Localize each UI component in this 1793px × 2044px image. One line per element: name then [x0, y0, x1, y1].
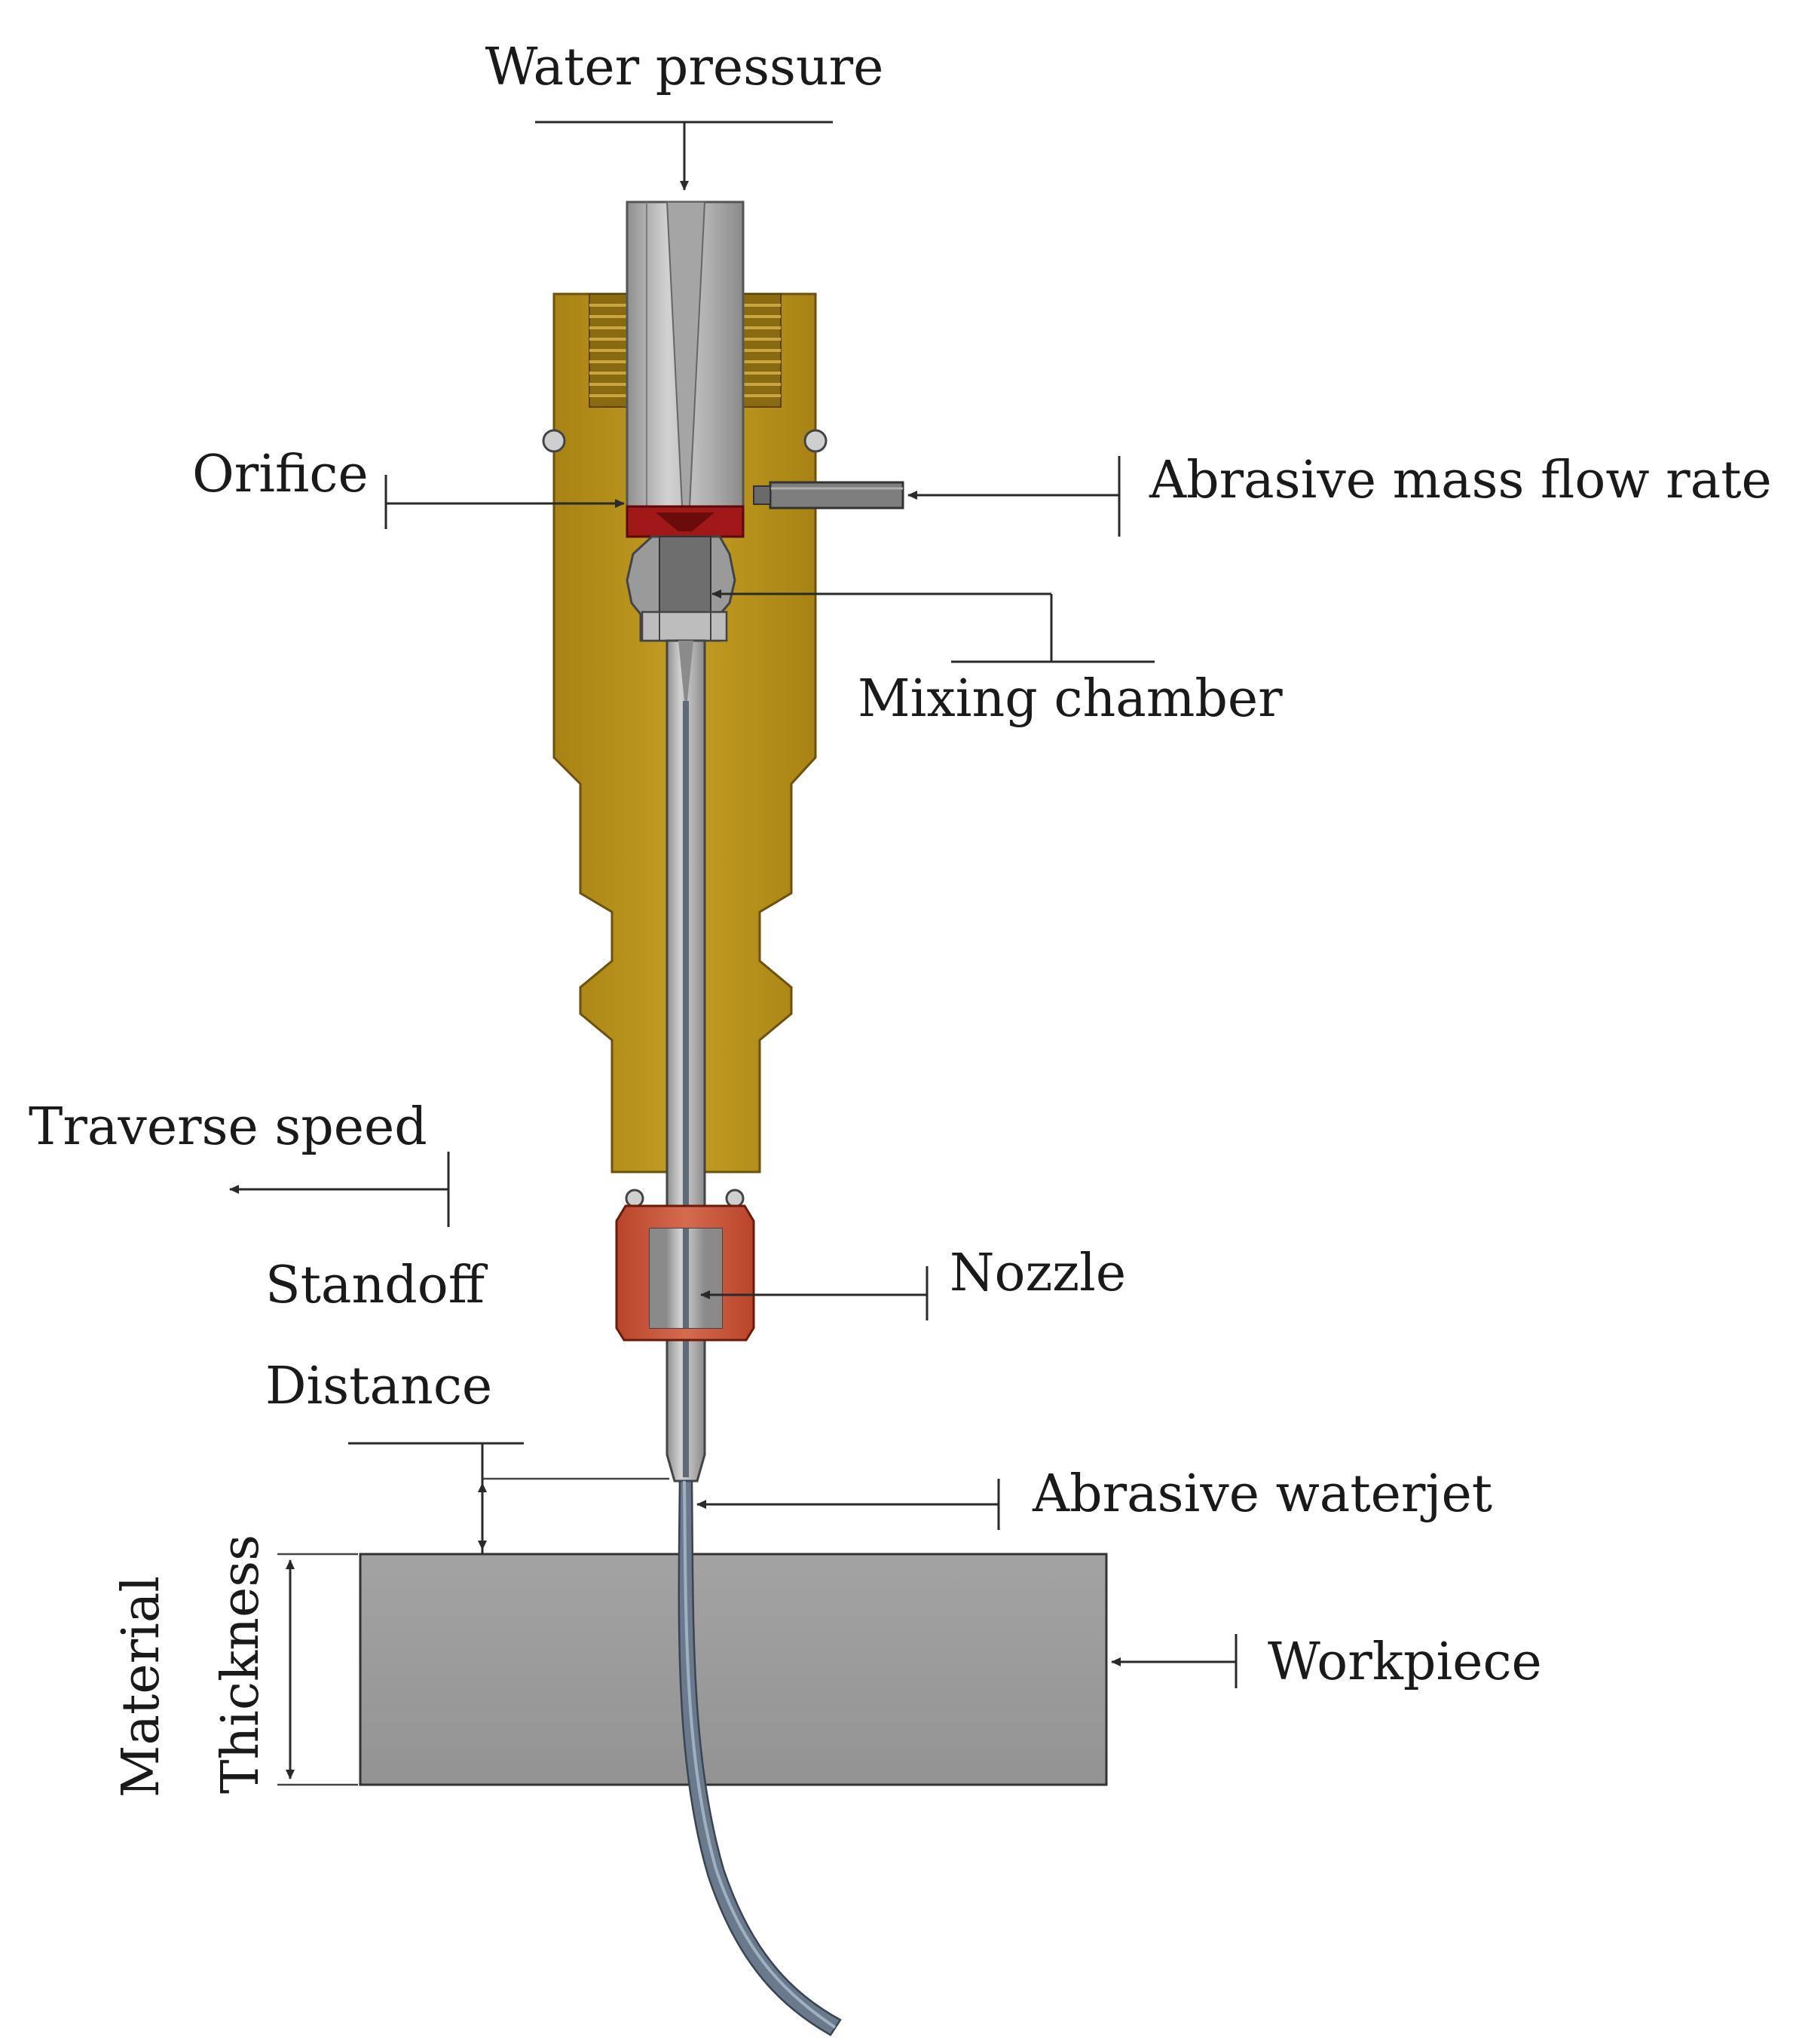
o-ring-right [803, 429, 828, 453]
thread-right [738, 293, 782, 408]
traverse-speed-leader [229, 1152, 450, 1227]
mixing-chamber-leader [711, 589, 1155, 663]
label-abrasive-waterjet: Abrasive waterjet [1032, 1464, 1492, 1524]
abrasive-waterjet-leader [696, 1479, 1000, 1530]
label-workpiece: Workpiece [1268, 1632, 1542, 1692]
label-mixing-chamber: Mixing chamber [858, 669, 1283, 729]
material-thickness-dimension [277, 1553, 358, 1786]
label-nozzle: Nozzle [950, 1244, 1126, 1303]
abrasive-feed-inlet [769, 481, 904, 509]
abrasive-flow-leader [907, 456, 1121, 537]
label-traverse-speed: Traverse speed [29, 1097, 427, 1157]
nozzle-leader [700, 1266, 929, 1320]
water-pressure-leader [535, 121, 833, 191]
o-ring-left [542, 429, 566, 453]
label-abrasive-mass-flow-rate: Abrasive mass flow rate [1149, 451, 1772, 510]
orifice-leader [384, 475, 625, 529]
label-thickness: Thickness [211, 1535, 271, 1794]
thread-left [589, 293, 632, 408]
label-material: Material [112, 1576, 171, 1798]
abrasive-waterjet-stream [678, 1479, 842, 2036]
workpiece-block [359, 1553, 1108, 1786]
label-distance: Distance [265, 1357, 492, 1416]
label-standoff: Standoff [265, 1256, 488, 1315]
workpiece-leader [1111, 1634, 1238, 1688]
label-orifice: Orifice [192, 445, 369, 504]
standoff-distance-dimension [348, 1442, 669, 1554]
label-water-pressure: Water pressure [485, 38, 884, 97]
